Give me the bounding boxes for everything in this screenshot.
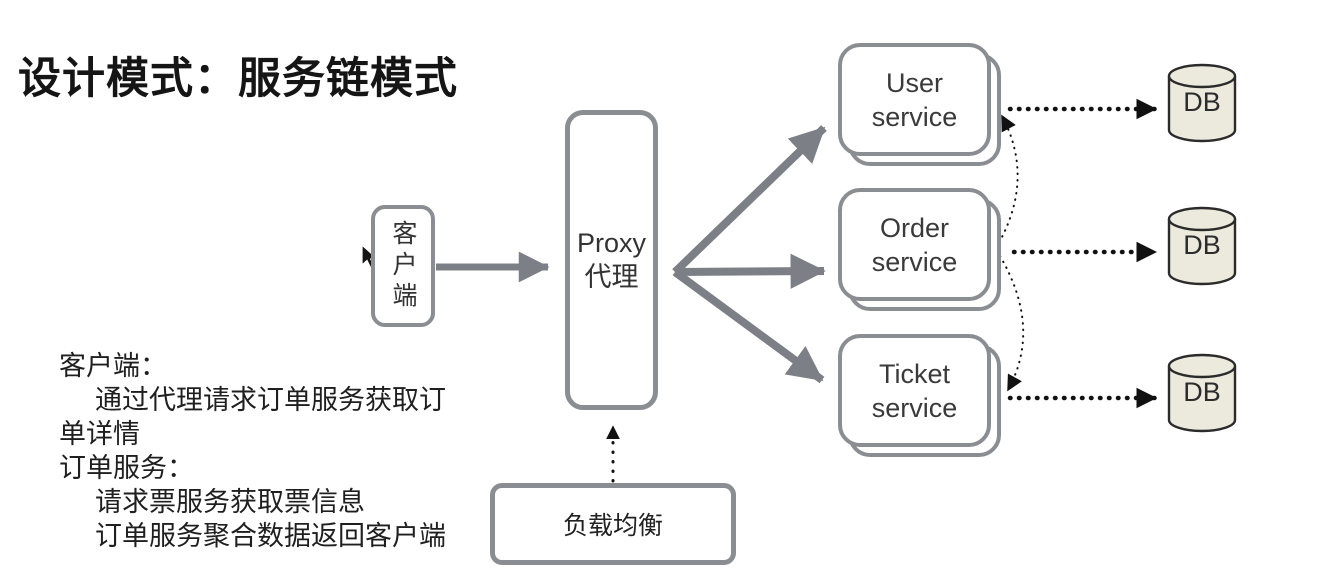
- user-service-label: User service: [871, 67, 958, 132]
- db-label: DB: [1183, 230, 1221, 260]
- order-service-box: Order service: [838, 188, 991, 301]
- dotted-arc-order-to-ticket-service: [999, 255, 1025, 392]
- client-node: 客户端: [371, 205, 435, 327]
- load-balancer-node: 负载均衡: [490, 483, 736, 565]
- proxy-label-zh: 代理: [584, 262, 639, 292]
- arrow-proxy-to-user-service: [672, 125, 827, 275]
- ticket-service-box: Ticket service: [838, 334, 991, 447]
- ticket-service-node: Ticket service: [838, 334, 1001, 457]
- arrow-proxy-to-order-service: [674, 253, 826, 289]
- proxy-label-en: Proxy: [576, 228, 647, 258]
- db-label: DB: [1183, 377, 1221, 407]
- order-service-node: Order service: [838, 188, 1001, 311]
- order-service-label: Order service: [871, 212, 958, 277]
- db-cylinder-icon: [1167, 206, 1237, 286]
- database-cylinder-user: DB: [1166, 63, 1238, 145]
- user-service-box: User service: [838, 43, 991, 156]
- page-title: 设计模式：服务链模式: [18, 55, 458, 103]
- note-line: 单详情: [59, 419, 140, 449]
- proxy-node: Proxy 代理: [565, 110, 658, 410]
- load-balancer-label: 负载均衡: [562, 512, 663, 540]
- db-cylinder-icon: [1167, 63, 1237, 143]
- note-line: 客户端：: [59, 351, 167, 381]
- user-service-node: User service: [838, 43, 1001, 166]
- note-line: 订单服务：: [59, 453, 194, 483]
- client-label: 客户端: [389, 219, 417, 313]
- db-cylinder-icon: [1167, 353, 1237, 433]
- note-line: 请求票服务获取票信息: [95, 487, 365, 517]
- db-label: DB: [1183, 87, 1221, 117]
- database-cylinder-order: DB: [1166, 206, 1238, 288]
- arrow-proxy-to-ticket-service: [672, 268, 825, 384]
- note-line: 通过代理请求订单服务获取订: [95, 385, 446, 415]
- database-cylinder-ticket: DB: [1166, 353, 1238, 435]
- annotation-text-block: 客户端： 通过代理请求订单服务获取订 单详情 订单服务： 请求票服务获取票信息 …: [59, 349, 499, 553]
- ticket-service-label: Ticket service: [871, 358, 958, 423]
- note-line: 订单服务聚合数据返回客户端: [95, 521, 446, 551]
